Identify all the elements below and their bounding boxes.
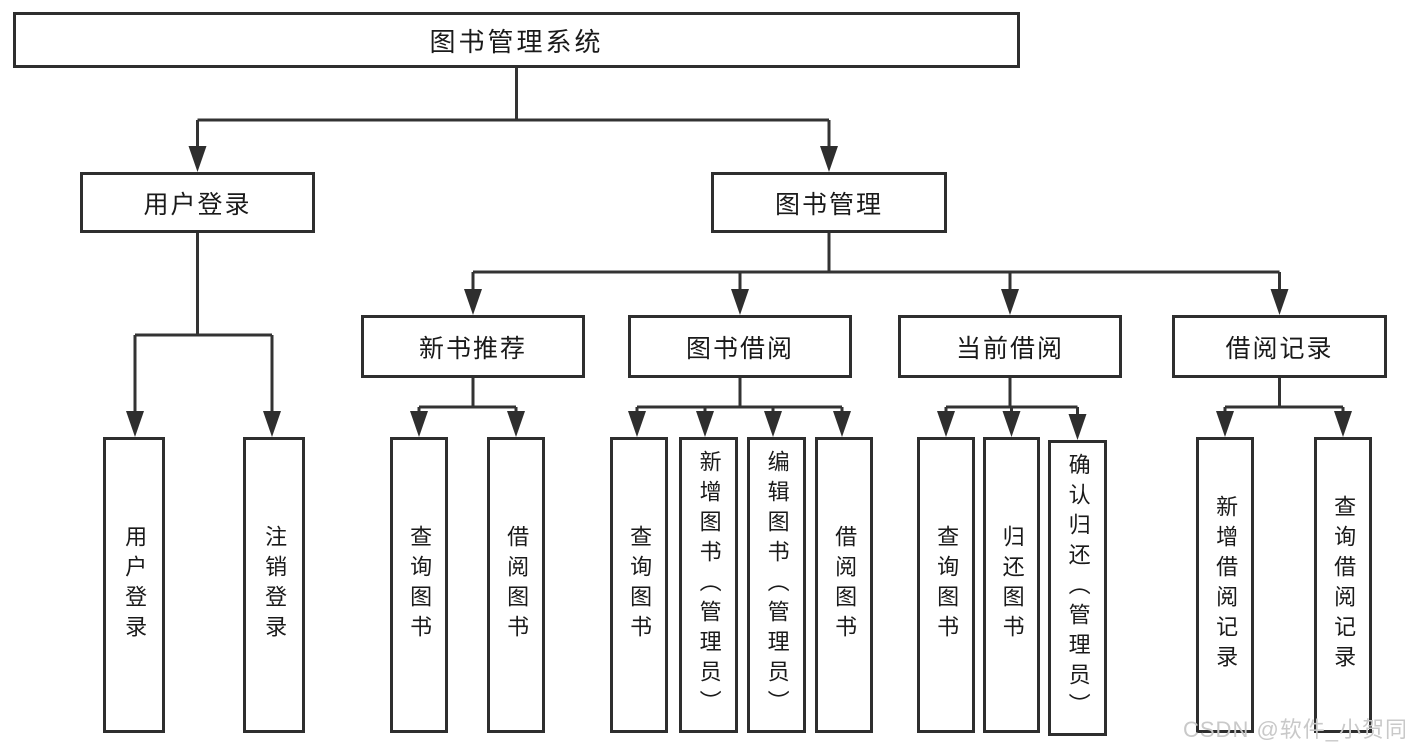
node-borrow-records: 借阅记录 (1172, 315, 1387, 378)
leaf-user-login-label: 用户登录 (122, 525, 148, 645)
leaf-edit-book-admin-label: 编辑图书（管理员） (764, 450, 790, 720)
leaf-query-books-current-label: 查询图书 (934, 525, 960, 645)
node-borrow-records-label: 借阅记录 (1225, 334, 1334, 363)
leaf-confirm-return-admin-label: 确认归还（管理员） (1065, 453, 1091, 723)
node-current-borrow: 当前借阅 (898, 315, 1122, 378)
leaf-logout-label: 注销登录 (262, 525, 288, 645)
leaf-edit-book-admin: 编辑图书（管理员） (747, 437, 806, 733)
leaf-query-books-recommend-label: 查询图书 (407, 525, 433, 645)
leaf-return-books-label: 归还图书 (999, 525, 1025, 645)
leaf-query-borrow-record: 查询借阅记录 (1314, 437, 1372, 733)
leaf-query-books-borrow: 查询图书 (610, 437, 668, 733)
leaf-borrow-books-label: 借阅图书 (832, 525, 858, 645)
leaf-confirm-return-admin: 确认归还（管理员） (1048, 440, 1107, 736)
csdn-watermark: CSDN @软件_小贺同学 (1183, 717, 1405, 742)
node-new-book-recommend-label: 新书推荐 (418, 334, 527, 363)
leaf-add-borrow-record: 新增借阅记录 (1196, 437, 1254, 733)
leaf-borrow-books: 借阅图书 (815, 437, 873, 733)
leaf-add-borrow-record-label: 新增借阅记录 (1213, 495, 1239, 675)
leaf-return-books: 归还图书 (983, 437, 1040, 733)
leaf-query-books-borrow-label: 查询图书 (627, 525, 653, 645)
node-root: 图书管理系统 (13, 12, 1020, 68)
node-root-label: 图书管理系统 (429, 26, 604, 57)
node-user-login-label: 用户登录 (143, 190, 252, 219)
node-current-borrow-label: 当前借阅 (955, 334, 1064, 363)
leaf-add-book-admin-label: 新增图书（管理员） (696, 450, 722, 720)
node-book-management: 图书管理 (711, 172, 947, 233)
leaf-query-borrow-record-label: 查询借阅记录 (1331, 495, 1357, 675)
leaf-logout: 注销登录 (243, 437, 305, 733)
node-user-login: 用户登录 (80, 172, 315, 233)
leaf-borrow-books-recommend-label: 借阅图书 (504, 525, 530, 645)
node-book-borrow: 图书借阅 (628, 315, 852, 378)
leaf-borrow-books-recommend: 借阅图书 (487, 437, 545, 733)
leaf-add-book-admin: 新增图书（管理员） (679, 437, 738, 733)
node-book-borrow-label: 图书借阅 (685, 334, 794, 363)
node-new-book-recommend: 新书推荐 (361, 315, 585, 378)
leaf-user-login: 用户登录 (103, 437, 165, 733)
node-book-management-label: 图书管理 (774, 190, 883, 219)
leaf-query-books-current: 查询图书 (917, 437, 975, 733)
leaf-query-books-recommend: 查询图书 (390, 437, 448, 733)
